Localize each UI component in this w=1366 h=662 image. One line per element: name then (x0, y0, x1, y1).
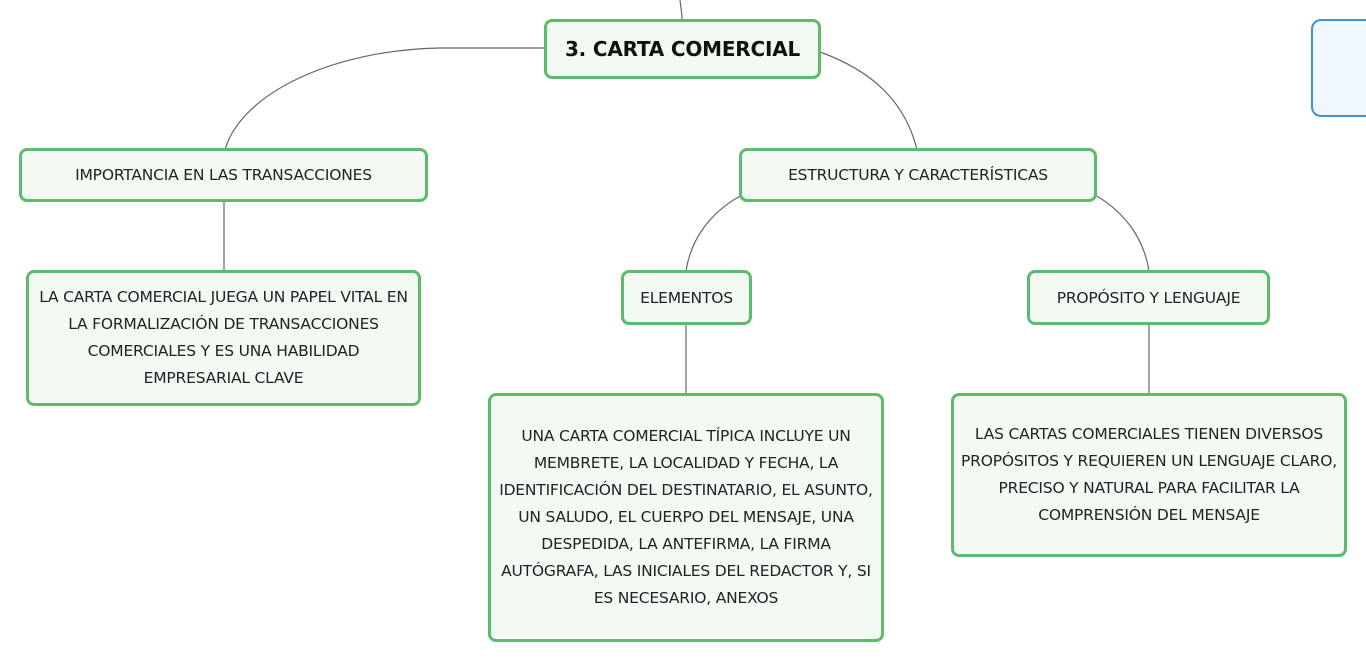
subtopic-proposito-node[interactable]: PROPÓSITO Y LENGUAJE (1027, 270, 1270, 325)
connector-central-to-estructura (819, 51, 918, 151)
connector-parent-to-central (679, 0, 683, 20)
offscreen-topic-node[interactable] (1311, 19, 1366, 117)
topic-estructura-label: ESTRUCTURA Y CARACTERÍSTICAS (788, 166, 1048, 184)
elementos-detail-text: UNA CARTA COMERCIAL TÍPICA INCLUYE UN ME… (499, 427, 873, 607)
importancia-detail-node[interactable]: LA CARTA COMERCIAL JUEGA UN PAPEL VITAL … (26, 270, 421, 406)
subtopic-elementos-label: ELEMENTOS (640, 288, 733, 307)
topic-importancia-node[interactable]: IMPORTANCIA EN LAS TRANSACCIONES (19, 148, 428, 202)
central-topic-node[interactable]: 3. CARTA COMERCIAL (544, 19, 821, 79)
subtopic-elementos-node[interactable]: ELEMENTOS (621, 270, 752, 325)
elementos-detail-node[interactable]: UNA CARTA COMERCIAL TÍPICA INCLUYE UN ME… (488, 393, 884, 642)
connector-estructura-to-elementos (685, 194, 743, 272)
central-topic-label: 3. CARTA COMERCIAL (564, 37, 801, 61)
topic-estructura-node[interactable]: ESTRUCTURA Y CARACTERÍSTICAS (739, 148, 1097, 202)
connector-estructura-to-proposito (1094, 194, 1150, 272)
proposito-detail-node[interactable]: LAS CARTAS COMERCIALES TIENEN DIVERSOS P… (951, 393, 1347, 557)
proposito-detail-text: LAS CARTAS COMERCIALES TIENEN DIVERSOS P… (961, 425, 1337, 524)
subtopic-proposito-label: PROPÓSITO Y LENGUAJE (1056, 288, 1241, 307)
connector-central-to-importancia (224, 47, 545, 151)
importancia-detail-text: LA CARTA COMERCIAL JUEGA UN PAPEL VITAL … (39, 288, 408, 387)
topic-importancia-label: IMPORTANCIA EN LAS TRANSACCIONES (75, 166, 372, 184)
